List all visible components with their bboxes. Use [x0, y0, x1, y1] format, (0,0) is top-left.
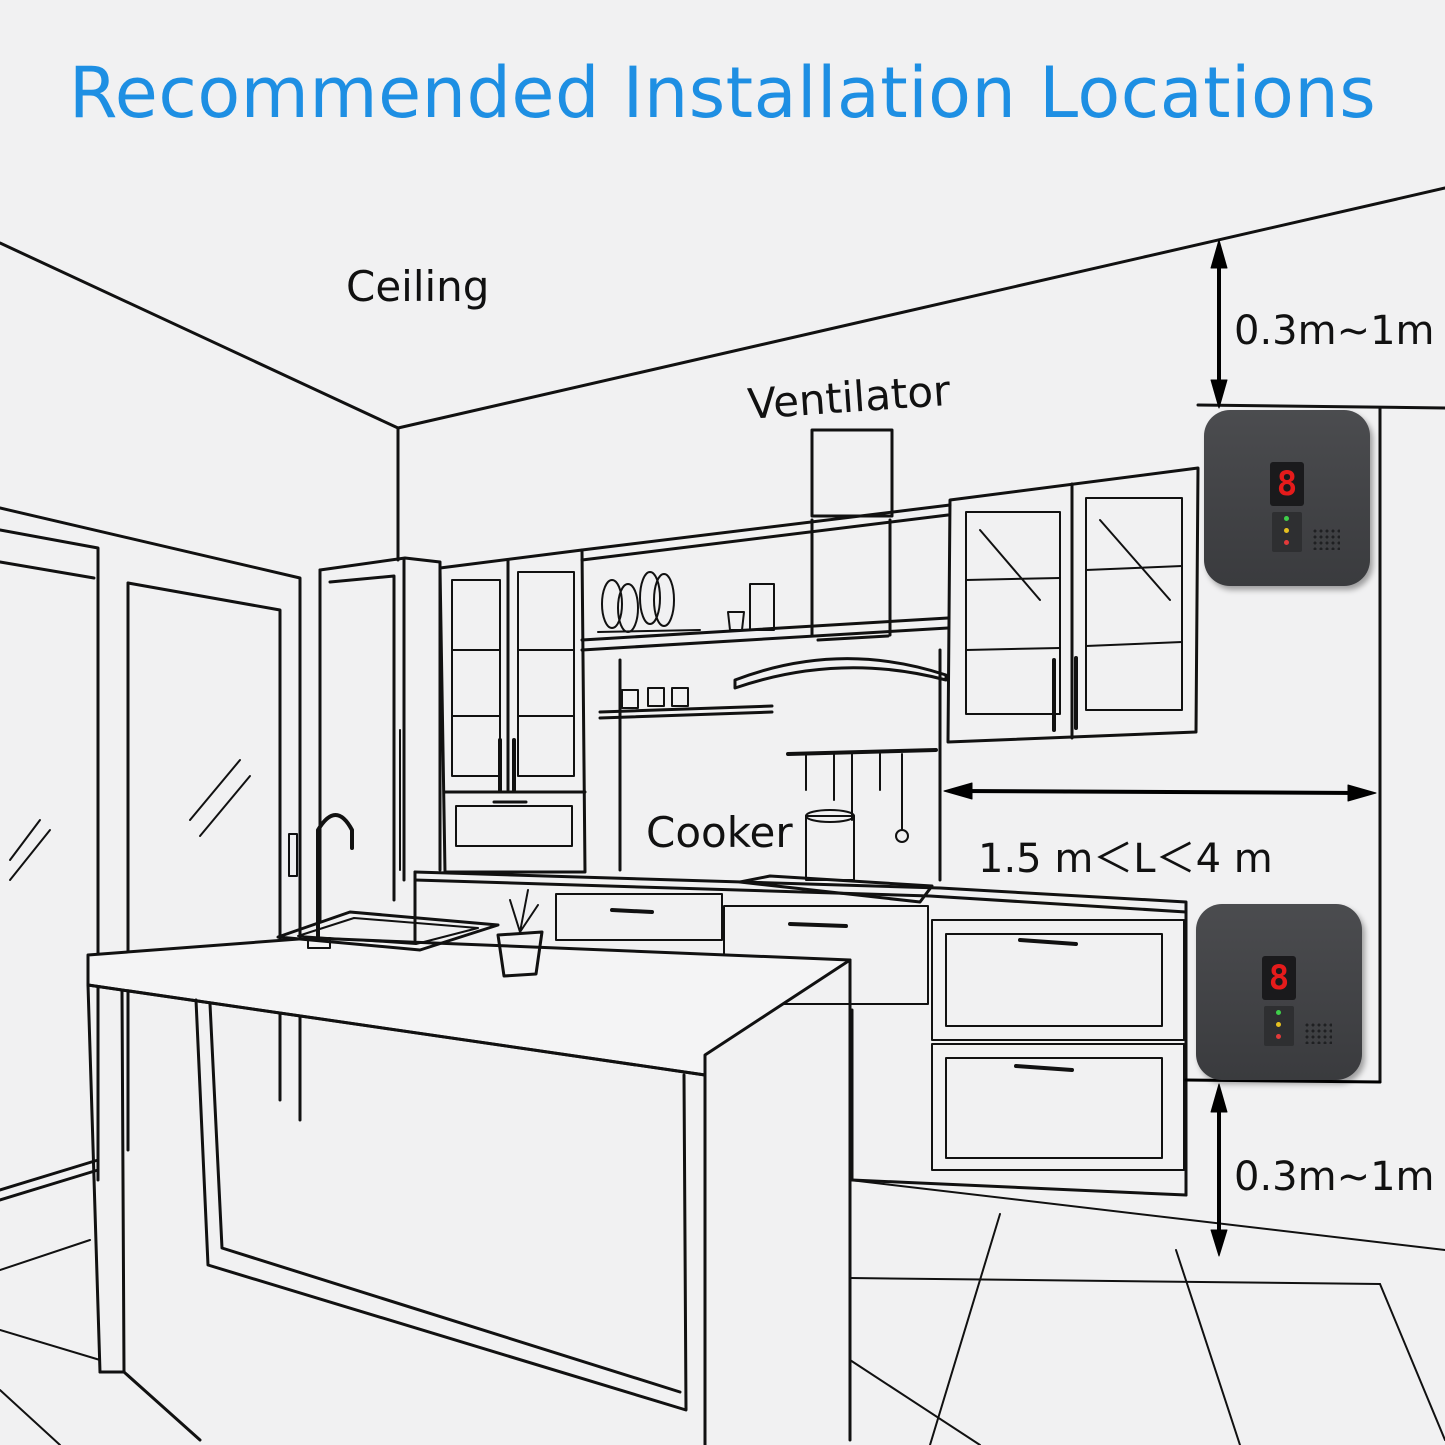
detector-display: 8: [1262, 956, 1296, 1000]
wall-cabinet-right: [946, 466, 1200, 744]
fault-led: [1276, 1022, 1281, 1027]
sliding-door: [0, 506, 302, 1202]
power-led: [1276, 1010, 1281, 1015]
dimension-arrows: [943, 239, 1382, 1257]
tall-cabinet: [318, 556, 442, 922]
bottom-gap-dimension: 0.3m~1m: [1234, 1154, 1435, 1200]
display-digit: 8: [1268, 958, 1290, 998]
alarm-led: [1284, 540, 1289, 545]
sink: [276, 813, 500, 952]
speaker-grille: [1304, 1022, 1332, 1044]
floor-tiles: [0, 1179, 1445, 1445]
plant-pot: [496, 889, 544, 978]
open-shelves: [580, 503, 952, 720]
base-cabinets: [413, 870, 1188, 1197]
detector-indicator-leds: [1272, 512, 1302, 552]
distance-dimension: 1.5 m＜L＜4 m: [978, 836, 1273, 882]
range-hood: [733, 428, 948, 690]
kitchen-island: [86, 936, 852, 1445]
power-led: [1284, 516, 1289, 521]
fault-led: [1284, 528, 1289, 533]
ceiling-label: Ceiling: [346, 262, 490, 311]
alarm-led: [1276, 1034, 1281, 1039]
detector-indicator-leds: [1264, 1006, 1294, 1046]
room-outline: [0, 186, 1445, 1084]
cooktop: [738, 809, 934, 904]
backsplash: [618, 648, 942, 882]
detector-display: 8: [1270, 462, 1304, 506]
display-digit: 8: [1276, 464, 1298, 504]
cooker-label: Cooker: [646, 808, 793, 857]
page-title: Recommended Installation Locations: [68, 52, 1377, 134]
top-gap-dimension: 0.3m~1m: [1234, 308, 1435, 354]
gas-detector-ceiling: 8: [1204, 410, 1370, 586]
gas-detector-floor: 8: [1196, 904, 1362, 1080]
wall-cabinet-left: [438, 548, 587, 874]
speaker-grille: [1312, 528, 1340, 550]
